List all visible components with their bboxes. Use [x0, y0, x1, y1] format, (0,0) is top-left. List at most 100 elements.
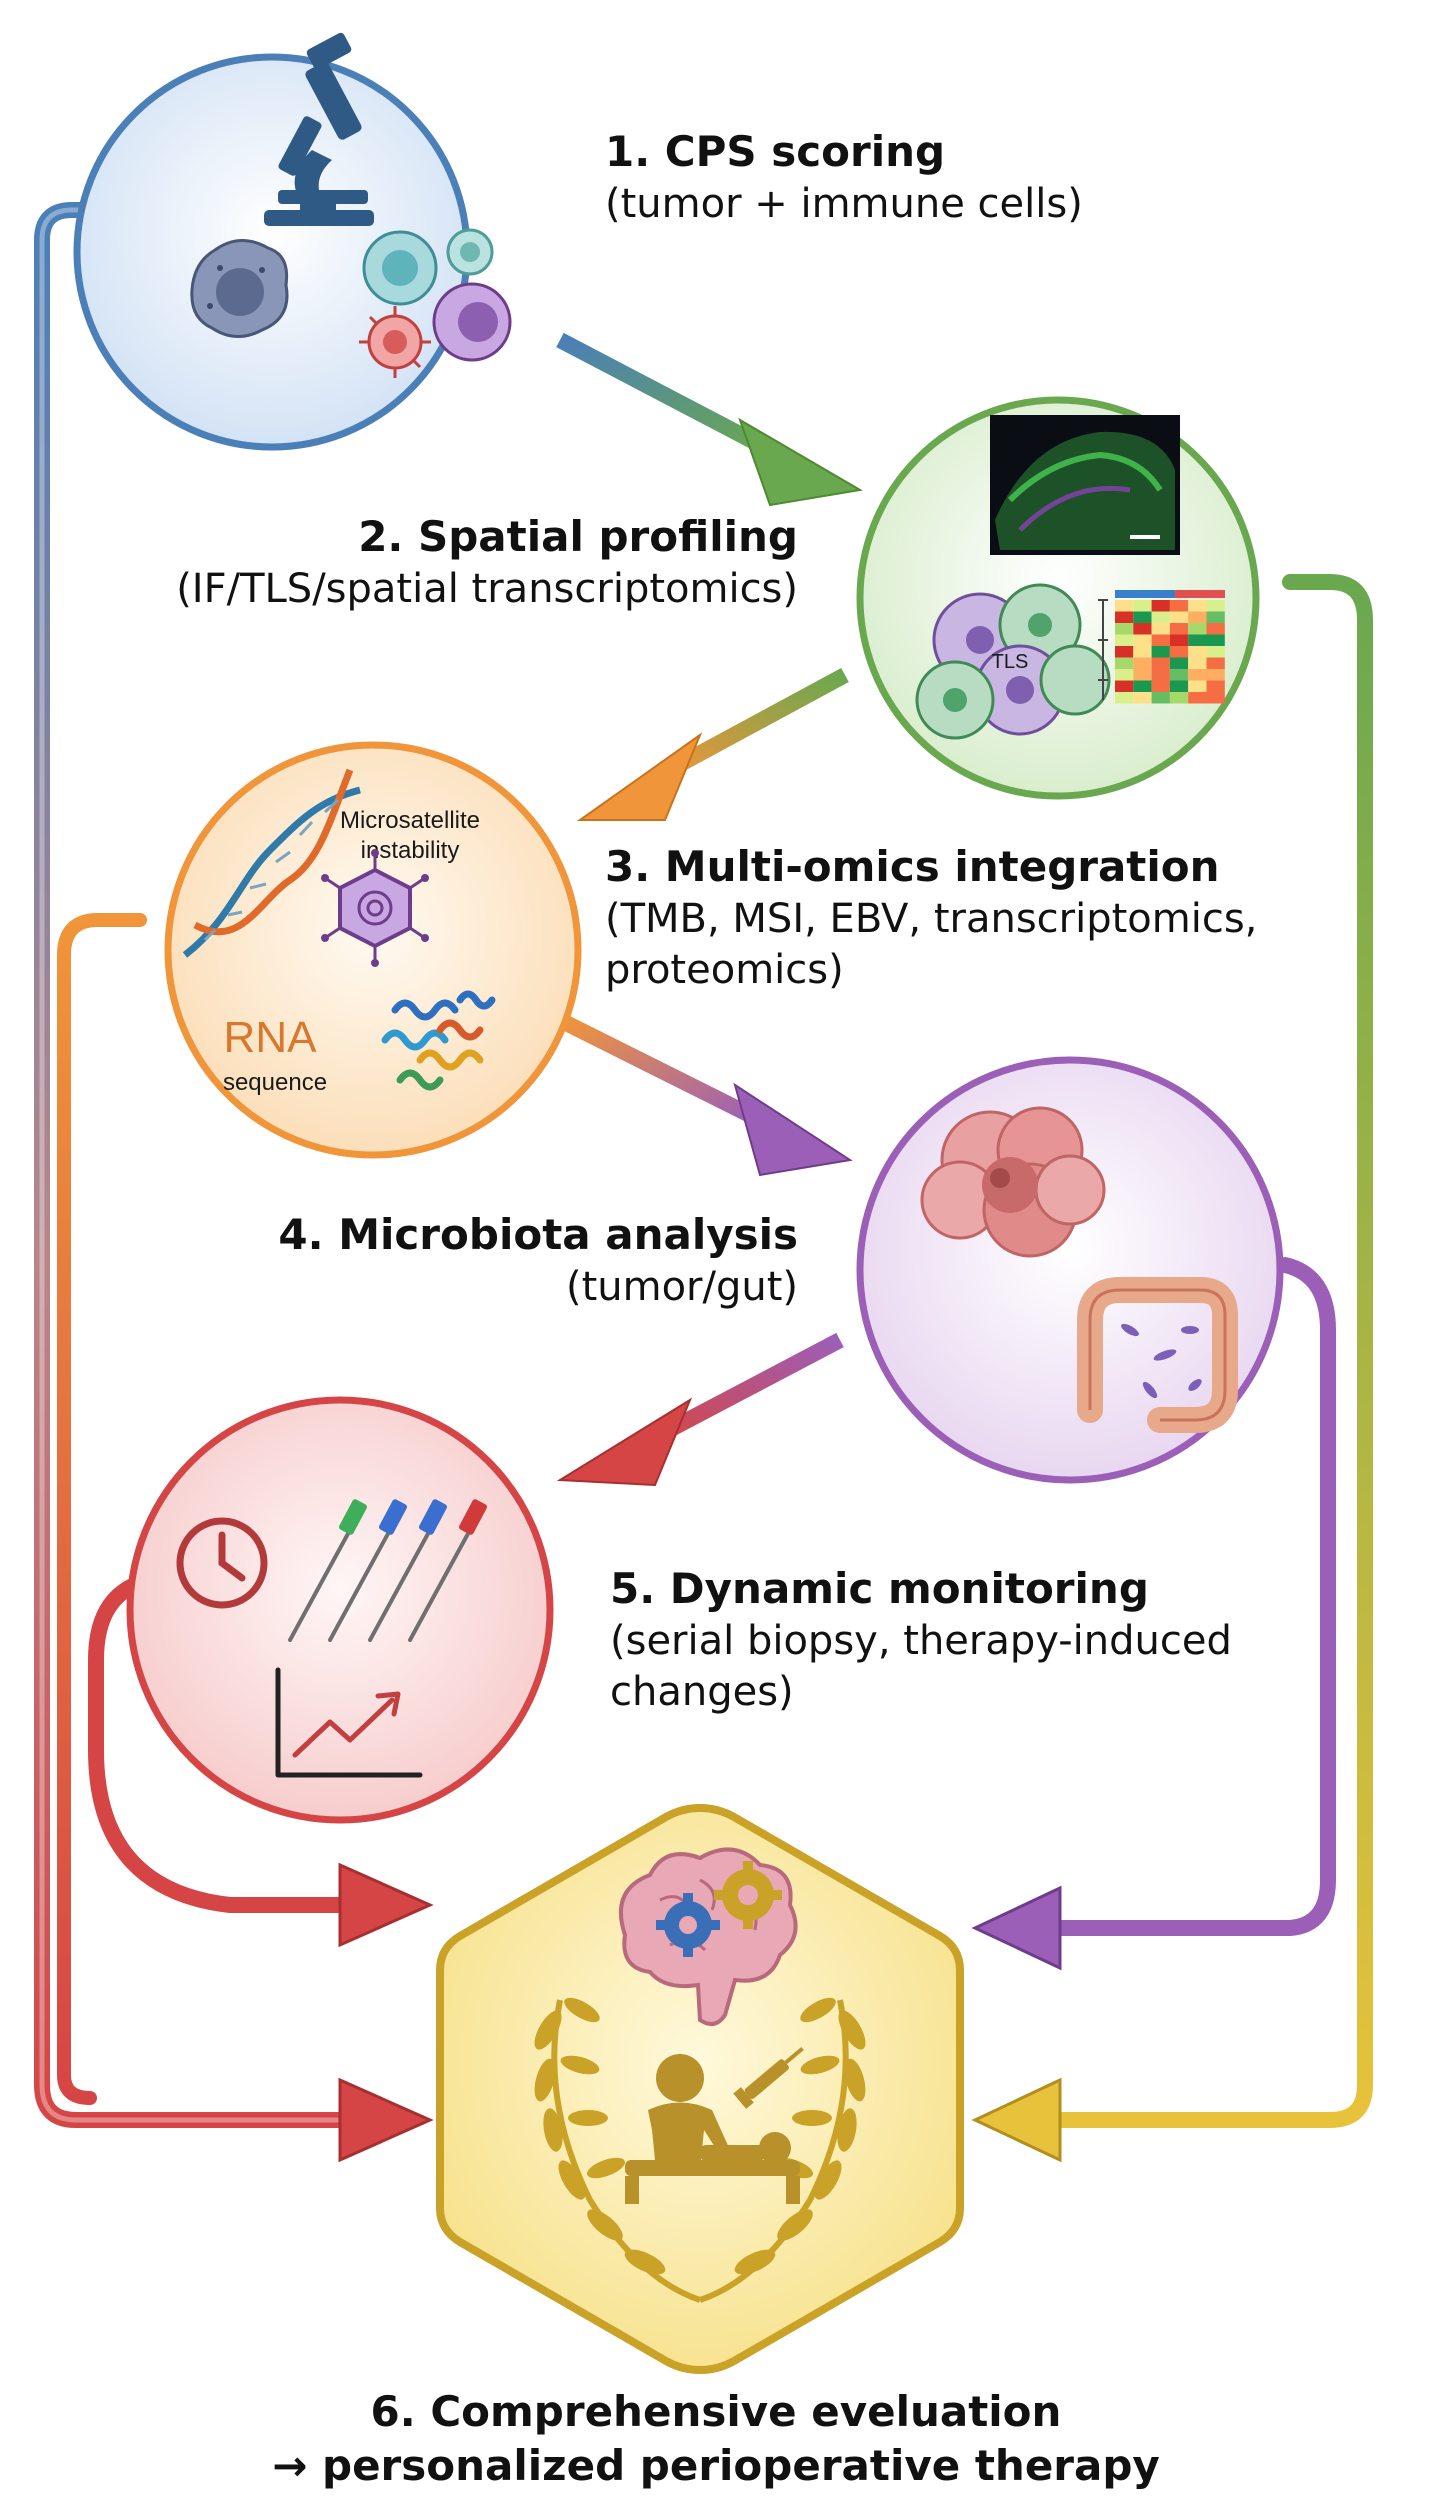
- heatmap-cell: [1133, 623, 1152, 635]
- connector-lines: [34, 202, 1373, 2128]
- heatmap-cell: [1188, 692, 1207, 704]
- step1-circle: [73, 32, 512, 451]
- step2-circle: TLS: [856, 396, 1260, 800]
- needle: [328, 1499, 407, 1642]
- tumor-icon: [920, 1106, 1106, 1258]
- step3-subtitle-line1: (TMB, MSI, EBV, transcriptomics,: [605, 895, 1258, 942]
- rna-label: RNA: [224, 1013, 318, 1062]
- heatmap-cell: [1169, 646, 1189, 658]
- heatmap-cell: [1115, 623, 1134, 635]
- step2-subtitle: (IF/TLS/spatial transcriptomics): [176, 565, 798, 612]
- heatmap-cell: [1151, 657, 1170, 669]
- tls-label: TLS: [992, 651, 1029, 673]
- heatmap-cell: [1169, 669, 1189, 681]
- heatmap-cell: [1115, 646, 1134, 658]
- arrowheads: [338, 1862, 1062, 2163]
- brain-gears-icon: [618, 1847, 798, 2026]
- step2-title: 2. Spatial profiling: [358, 512, 798, 561]
- heatmap-cell: [1115, 680, 1134, 692]
- tls-icon: TLS: [915, 583, 1111, 740]
- heatmap-cell: [1115, 657, 1134, 669]
- heatmap-cell: [1169, 611, 1189, 623]
- heatmap-cell: [1151, 623, 1170, 635]
- heatmap-cell: [1151, 680, 1170, 692]
- step4-title: 4. Microbiota analysis: [278, 1210, 798, 1259]
- heatmap-cell: [1151, 669, 1170, 681]
- step5-subtitle-line1: (serial biopsy, therapy-induced: [610, 1617, 1232, 1664]
- step6-hexagon: [436, 1803, 964, 2375]
- patient-doctor-icon: [625, 2046, 804, 2204]
- heatmap-cell: [1206, 611, 1225, 623]
- heatmap-cell: [1188, 669, 1207, 681]
- heatmap-cell: [1151, 646, 1170, 658]
- arrow-1-to-2: [556, 332, 863, 507]
- laurel-icon: [534, 1997, 866, 2303]
- heatmap-cell: [1151, 600, 1170, 612]
- heatmap-cell: [1169, 657, 1189, 669]
- heatmap-cell: [1151, 692, 1170, 704]
- heatmap-cell: [1206, 692, 1225, 704]
- arrowhead-from-step2: [971, 2077, 1062, 2163]
- heatmap-cell: [1206, 680, 1225, 692]
- heatmap-cell: [1206, 657, 1225, 669]
- cells-icon: [190, 228, 512, 378]
- heatmap-cell: [1133, 657, 1152, 669]
- step6-title-line2: → personalized perioperative therapy: [272, 2440, 1160, 2490]
- step5-title: 5. Dynamic monitoring: [610, 1564, 1149, 1613]
- heatmap-cell: [1133, 634, 1152, 646]
- arrowhead-from-step5: [338, 1862, 434, 1948]
- heatmap-cell: [1133, 646, 1152, 658]
- step3-subtitle-line2: proteomics): [605, 946, 844, 993]
- step1-subtitle: (tumor + immune cells): [605, 180, 1083, 227]
- heatmap-cell: [1188, 646, 1207, 658]
- step6-label: 6. Comprehensive eveluation → personaliz…: [0, 2385, 1432, 2493]
- needle: [408, 1499, 487, 1642]
- virus-icon: [321, 849, 429, 967]
- sequence-label: sequence: [223, 1069, 327, 1096]
- protein-icon: [381, 990, 496, 1091]
- clock-icon: [176, 1517, 268, 1609]
- heatmap-cell: [1188, 611, 1207, 623]
- trend-chart-icon: [275, 1667, 423, 1778]
- heatmap-cell: [1169, 600, 1189, 612]
- heatmap-cell: [1115, 634, 1134, 646]
- heatmap-cell: [1206, 634, 1225, 646]
- heatmap-cell: [1169, 692, 1189, 704]
- arrow-2-to-3: [576, 667, 849, 821]
- arrow-3-to-4: [556, 1012, 853, 1177]
- step1-label: 1. CPS scoring (tumor + immune cells): [605, 125, 1083, 230]
- arrowhead-from-step1-3: [338, 2077, 434, 2163]
- step3-circle: Microsatellite instability RNA sequence: [164, 741, 582, 1159]
- heatmap-cell: [1206, 600, 1225, 612]
- step4-label: 4. Microbiota analysis (tumor/gut): [60, 1208, 798, 1313]
- step1-title: 1. CPS scoring: [605, 127, 946, 176]
- heatmap-cell: [1206, 623, 1225, 635]
- dna-icon: [182, 768, 361, 958]
- heatmap-cell: [1133, 669, 1152, 681]
- if-image: [990, 415, 1180, 555]
- heatmap-cell: [1115, 611, 1134, 623]
- intestine-icon: [1077, 1277, 1238, 1433]
- heatmap-cell: [1151, 611, 1170, 623]
- needles-icon: [288, 1499, 487, 1642]
- heatmap-cell: [1188, 680, 1207, 692]
- heatmap-cell: [1188, 600, 1207, 612]
- step5-label: 5. Dynamic monitoring (serial biopsy, th…: [610, 1562, 1232, 1718]
- step4-subtitle: (tumor/gut): [565, 1263, 798, 1310]
- needle: [368, 1499, 447, 1642]
- heatmap-icon: [1098, 590, 1225, 704]
- heatmap-cell: [1133, 600, 1152, 612]
- heatmap-cell: [1169, 634, 1189, 646]
- microscope-icon: [264, 32, 374, 226]
- heatmap-cell: [1206, 669, 1225, 681]
- heatmap-cell: [1115, 692, 1134, 704]
- heatmap-cell: [1133, 692, 1152, 704]
- arrowhead-from-step4: [971, 1885, 1062, 1971]
- heatmap-cell: [1188, 634, 1207, 646]
- heatmap-cell: [1115, 669, 1134, 681]
- heatmap-cell: [1206, 646, 1225, 658]
- needle: [288, 1499, 367, 1642]
- heatmap-cell: [1133, 611, 1152, 623]
